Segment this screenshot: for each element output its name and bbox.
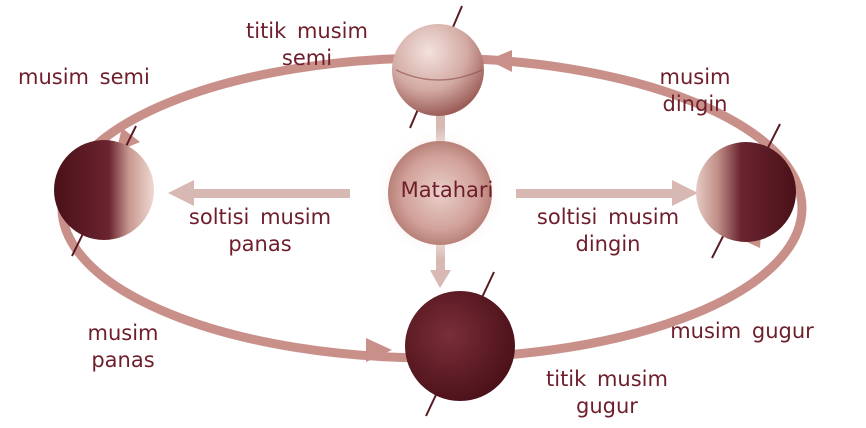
label-spring-equinox: titik musim semi (246, 19, 368, 70)
label-winter: musim dingin (659, 65, 731, 116)
label-winter-solstice: soltisi musim dingin (536, 205, 680, 256)
label-summer: musim panas (87, 321, 159, 372)
orbit-arrow-icon (488, 50, 512, 72)
label-spring: musim semi (18, 65, 150, 89)
earth-spring-equinox-icon (392, 5, 484, 129)
earth-autumn-equinox-icon (405, 271, 515, 417)
sun-icon (388, 141, 492, 245)
earth-spring-icon (54, 125, 154, 257)
label-autumn-equinox: titik musim gugur (546, 367, 668, 418)
label-summer-solstice: soltisi musim panas (188, 205, 332, 256)
earth-winter-icon (696, 123, 796, 259)
label-autumn: musim gugur (670, 319, 814, 343)
sun-label: Matahari (400, 178, 494, 202)
orbit-arrow-icon (366, 338, 392, 362)
